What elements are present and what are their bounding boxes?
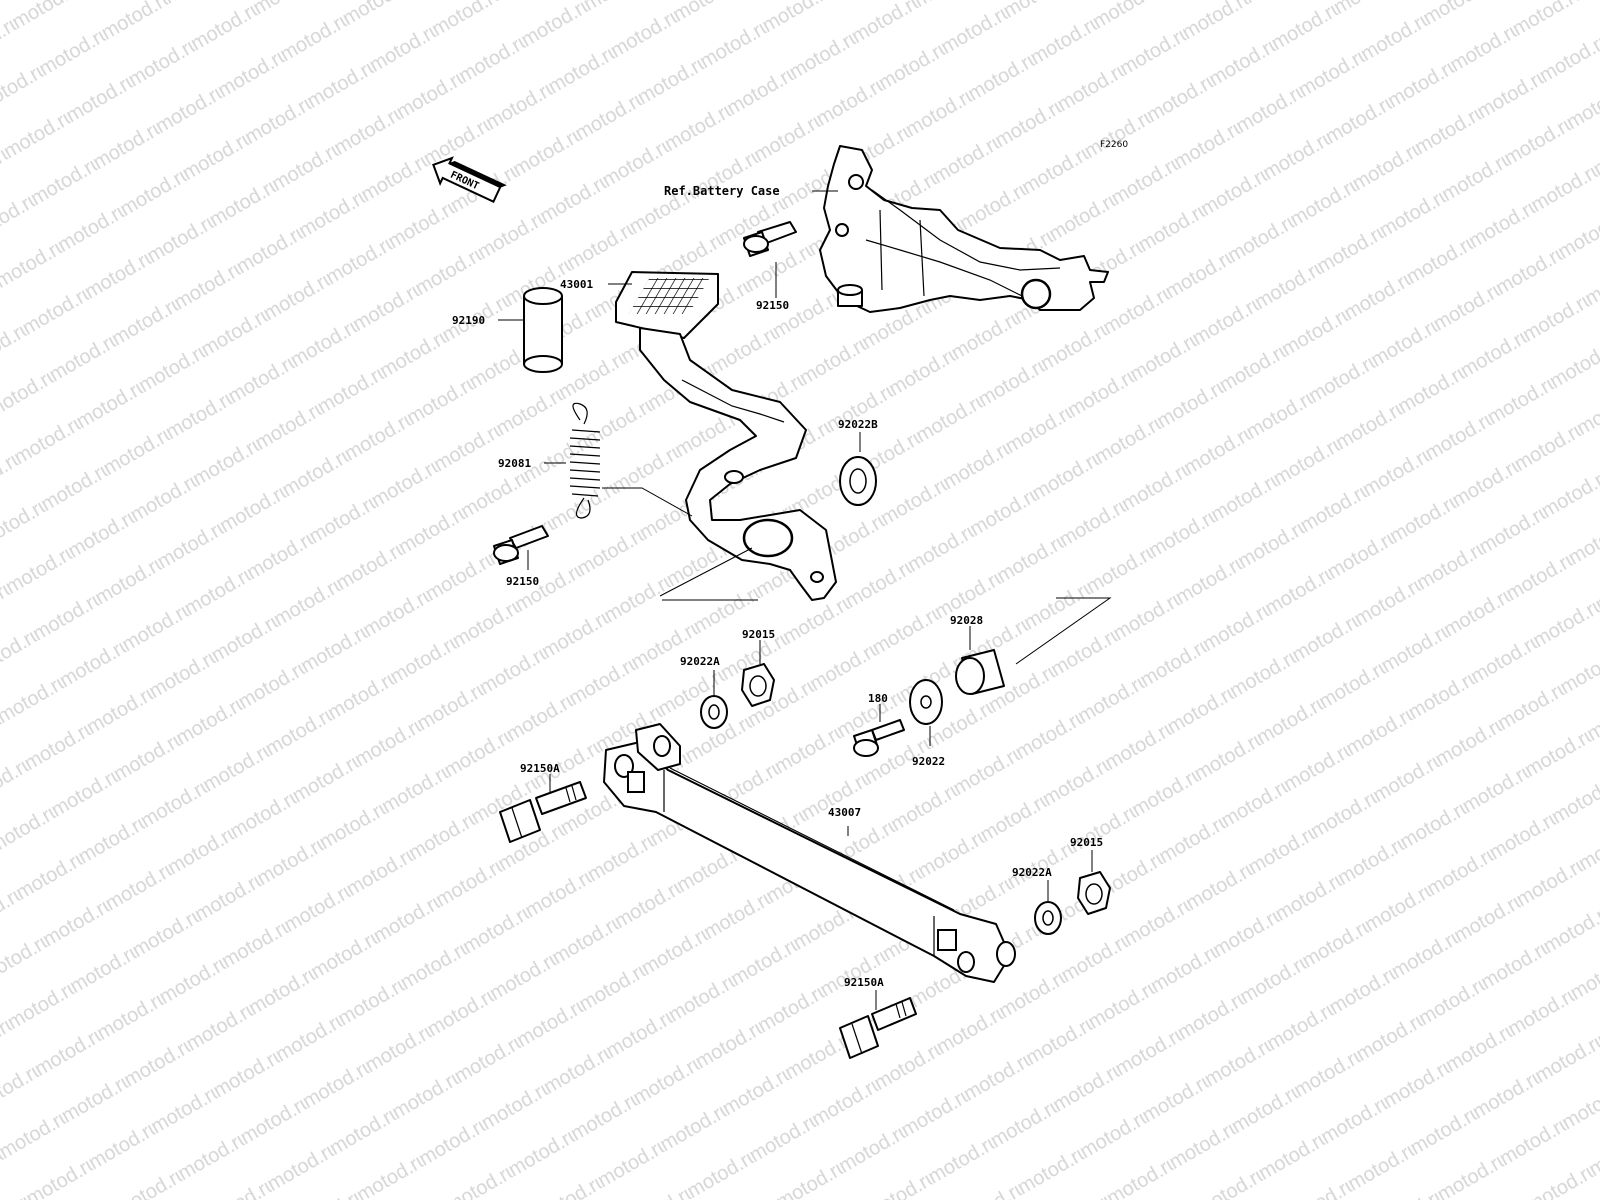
label-collar: 92028 <box>950 614 983 627</box>
label-pedal: 43001 <box>560 278 593 291</box>
label-nut-upper: 92015 <box>742 628 775 641</box>
nut-lower <box>1077 871 1111 915</box>
bolt-left <box>493 525 549 565</box>
assembly-line-2 <box>659 547 753 597</box>
spring <box>569 402 601 519</box>
washer-upper-right <box>909 679 943 725</box>
label-bolt-a-upper: 92150A <box>520 762 560 775</box>
ref-battery-case: Ref.Battery Case <box>664 184 780 198</box>
label-washer-a-upper: 92022A <box>680 655 720 668</box>
assembly-line-1 <box>602 487 693 517</box>
assembly-line-4 <box>1015 597 1112 665</box>
bolt-small <box>853 719 905 757</box>
label-bolt-top: 92150 <box>756 299 789 312</box>
label-spring: 92081 <box>498 457 531 470</box>
label-washer-ur: 92022 <box>912 755 945 768</box>
label-spacer: 92190 <box>452 314 485 327</box>
bolt-a-upper <box>499 781 587 843</box>
bolt-a-lower <box>839 997 917 1059</box>
label-bolt-a-lower: 92150A <box>844 976 884 989</box>
collar <box>955 649 1005 695</box>
label-nut-lower: 92015 <box>1070 836 1103 849</box>
label-rod: 43007 <box>828 806 861 819</box>
washer-b <box>839 456 877 506</box>
nut-upper <box>741 663 775 707</box>
washer-a-lower <box>1034 901 1062 935</box>
label-bolt-small: 180 <box>868 692 888 705</box>
washer-a-upper <box>700 695 728 729</box>
label-washer-a-lower: 92022A <box>1012 866 1052 879</box>
label-washer-b: 92022B <box>838 418 878 431</box>
brake-rod <box>603 723 1016 983</box>
bolt-top <box>743 221 797 257</box>
spacer-top <box>523 287 563 373</box>
battery-case-bracket <box>819 145 1109 313</box>
figure-code: F2260 <box>1100 140 1128 150</box>
brake-pedal <box>615 271 837 601</box>
label-bolt-left: 92150 <box>506 575 539 588</box>
